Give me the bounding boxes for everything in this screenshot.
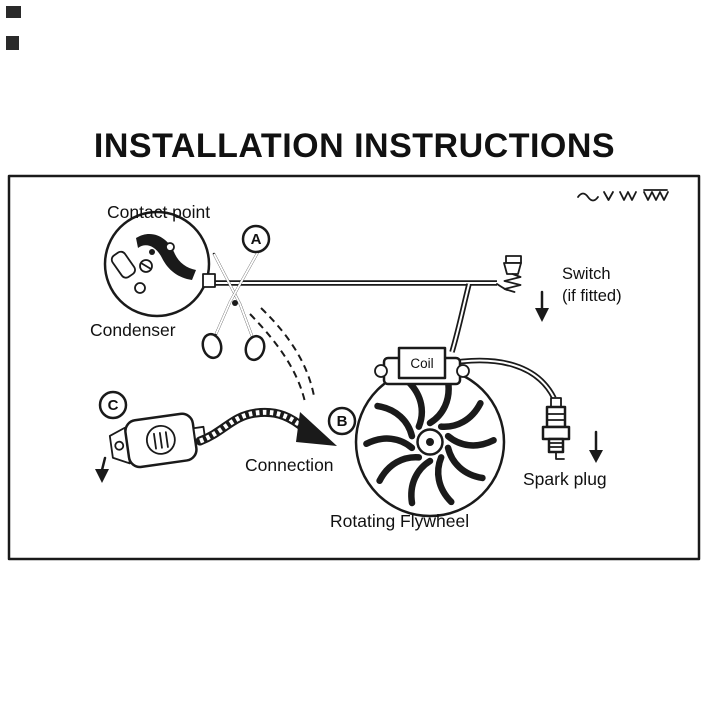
contact-point-label: Contact point xyxy=(107,202,210,222)
contact-arm xyxy=(136,233,196,280)
spark-plug xyxy=(541,397,603,463)
flywheel xyxy=(354,366,506,518)
scissors-icon xyxy=(201,250,266,362)
switch-sublabel: (if fitted) xyxy=(562,287,622,305)
kill-switch xyxy=(496,255,549,322)
ignition-wires xyxy=(212,280,557,400)
cut-indicator-dashes xyxy=(249,307,315,403)
cdi-lead-wire xyxy=(195,407,310,446)
marker-b: B xyxy=(327,406,357,436)
switch-ground-arrow-icon xyxy=(535,308,549,322)
condenser-label: Condenser xyxy=(90,320,176,340)
coil-label: Coil xyxy=(410,356,433,371)
page-title: INSTALLATION INSTRUCTIONS xyxy=(93,127,616,165)
marker-a: A xyxy=(241,224,271,254)
scan-artifacts xyxy=(6,6,21,50)
marker-c: C xyxy=(98,390,128,420)
wave-marks-icon xyxy=(577,189,669,202)
contact-point-assembly xyxy=(103,210,216,318)
plug-ground-arrow-icon xyxy=(589,450,603,463)
condenser-part xyxy=(110,250,136,279)
coil: Coil xyxy=(374,346,470,386)
rotating-flywheel-label: Rotating Flywheel xyxy=(330,511,469,531)
diagram-frame xyxy=(7,174,701,561)
svg-text:B: B xyxy=(337,413,348,430)
switch-label: Switch xyxy=(562,265,611,283)
svg-text:A: A xyxy=(251,231,262,248)
connection-arrow-icon xyxy=(296,412,337,446)
spark-plug-label: Spark plug xyxy=(523,469,607,489)
cdi-ground-arrow-icon xyxy=(95,469,109,483)
svg-text:C: C xyxy=(108,397,119,414)
cdi-unit xyxy=(95,407,337,483)
connection-label: Connection xyxy=(245,455,334,475)
